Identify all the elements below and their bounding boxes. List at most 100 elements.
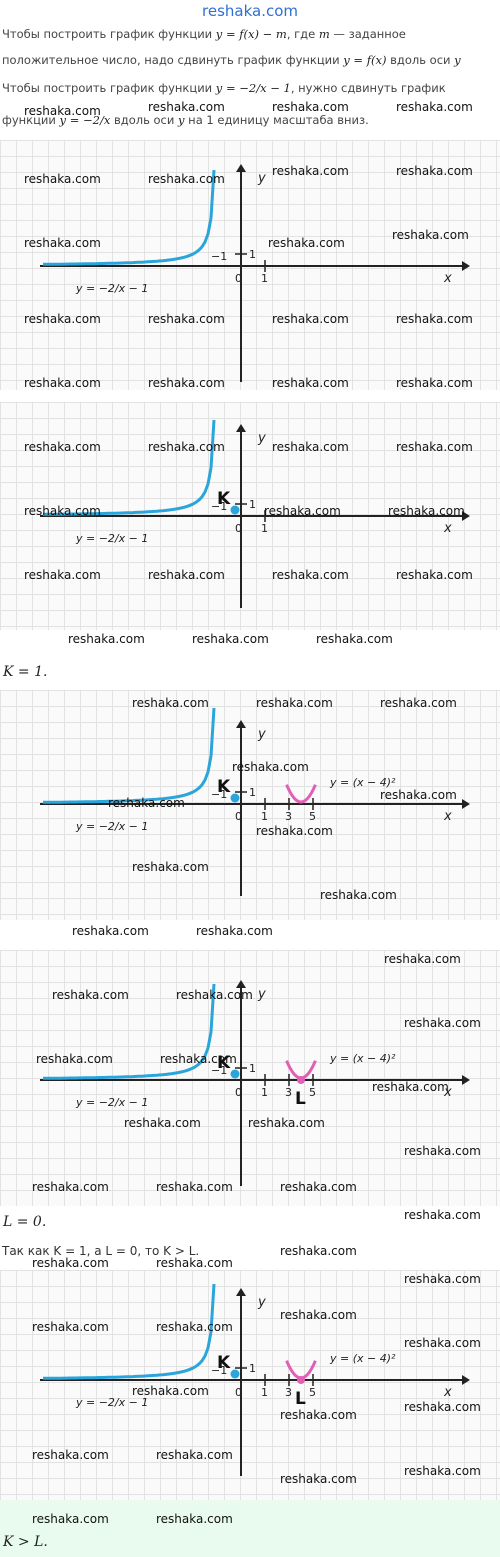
watermark: reshaka.com [272, 376, 349, 390]
watermark: reshaka.com [132, 696, 209, 710]
x-axis-label: x [443, 521, 452, 536]
intro-text: положительное число, надо сдвинуть графи… [2, 53, 344, 67]
intro-text: на 1 единицу масштаба вниз. [184, 113, 369, 127]
intro-text: функции [2, 113, 60, 127]
point-k-label: K [217, 489, 231, 509]
tick-label-x-3: 3 [285, 810, 292, 823]
y-axis-label: y [257, 727, 266, 742]
watermark: reshaka.com [388, 504, 465, 518]
x-axis-arrow [462, 511, 470, 521]
watermark: reshaka.com [264, 504, 341, 518]
watermark: reshaka.com [280, 1180, 357, 1194]
x-axis-label: x [443, 809, 452, 824]
intro-formula: y = −2/x [59, 113, 111, 127]
point-l-label: L [295, 1089, 306, 1109]
tick-label-x-3: 3 [285, 1086, 292, 1099]
point-k-label: K [217, 777, 231, 797]
x-axis-label: x [443, 1085, 452, 1100]
watermark: reshaka.com [32, 1512, 109, 1526]
tick-label-x-1: 1 [261, 810, 268, 823]
watermark: reshaka.com [148, 172, 225, 186]
intro-formula: m [318, 27, 330, 41]
point-k-label: K [217, 1353, 231, 1373]
point-k [230, 793, 240, 803]
x-axis-arrow [462, 261, 470, 271]
watermark: reshaka.com [68, 632, 145, 646]
l-value-text: L = 0. [3, 1214, 47, 1230]
intro-line-2: положительное число, надо сдвинуть графи… [2, 52, 498, 68]
intro-text: , где [286, 27, 319, 41]
site-link[interactable]: reshaka.com [202, 2, 298, 20]
watermark: reshaka.com [156, 1320, 233, 1334]
tick-label-x-1: 1 [261, 272, 268, 285]
watermark: reshaka.com [280, 1472, 357, 1486]
y-axis-arrow [236, 980, 246, 988]
watermark: reshaka.com [272, 100, 349, 114]
y-axis-label: y [257, 171, 266, 186]
watermark: reshaka.com [24, 568, 101, 582]
hyperbola-equation: y = −2/x − 1 [75, 820, 148, 833]
watermark: reshaka.com [384, 952, 461, 966]
hyperbola-equation: y = −2/x − 1 [75, 532, 148, 545]
hyperbola-curve [43, 1283, 216, 1380]
y-axis-label: y [257, 1295, 266, 1310]
intro-formula: y = f(x) − m [215, 27, 287, 41]
intro-text: — заданное [329, 27, 406, 41]
watermark: reshaka.com [404, 1208, 481, 1222]
parabola-curve [285, 784, 317, 804]
tick-label-x-1: 1 [261, 1386, 268, 1399]
point-l-label: L [295, 1389, 306, 1409]
watermark: reshaka.com [396, 376, 473, 390]
watermark: reshaka.com [124, 1116, 201, 1130]
tick-label-x-5: 5 [309, 1086, 316, 1099]
watermark: reshaka.com [148, 440, 225, 454]
watermark: reshaka.com [24, 172, 101, 186]
watermark: reshaka.com [256, 696, 333, 710]
intro-formula: y = f(x) [343, 53, 387, 67]
y-axis-arrow [236, 1288, 246, 1296]
watermark: reshaka.com [32, 1256, 109, 1270]
intro-text: вдоль оси [110, 113, 179, 127]
watermark: reshaka.com [268, 236, 345, 250]
watermark: reshaka.com [32, 1448, 109, 1462]
watermark: reshaka.com [320, 888, 397, 902]
intro-text: Чтобы построить график функции [2, 27, 216, 41]
answer-highlight [0, 1500, 500, 1557]
watermark: reshaka.com [280, 1308, 357, 1322]
intro-formula: y = −2/x − 1 [215, 81, 291, 95]
watermark: reshaka.com [380, 696, 457, 710]
point-k [230, 1069, 240, 1079]
y-axis-arrow [236, 164, 246, 172]
watermark: reshaka.com [24, 312, 101, 326]
watermark: reshaka.com [272, 312, 349, 326]
watermark: reshaka.com [148, 312, 225, 326]
watermark: reshaka.com [256, 824, 333, 838]
watermark: reshaka.com [156, 1180, 233, 1194]
tick-label-y-1: 1 [249, 786, 256, 799]
point-k-label: K [217, 1053, 231, 1073]
watermark: reshaka.com [404, 1144, 481, 1158]
tick-label-0: 0 [235, 810, 242, 823]
tick-label-neg-1: −1 [211, 1364, 227, 1377]
watermark: reshaka.com [148, 376, 225, 390]
intro-text: , нужно сдвинуть график [290, 81, 446, 95]
hyperbola-equation: y = −2/x − 1 [75, 1396, 148, 1409]
watermark: reshaka.com [280, 1244, 357, 1258]
watermark: reshaka.com [396, 440, 473, 454]
watermark: reshaka.com [32, 1320, 109, 1334]
tick-label-neg-1: −1 [211, 788, 227, 801]
tick-label-x-5: 5 [309, 1386, 316, 1399]
watermark: reshaka.com [248, 1116, 325, 1130]
parabola-equation: y = (x − 4)² [329, 1052, 396, 1065]
watermark: reshaka.com [156, 1256, 233, 1270]
intro-formula: y [454, 53, 461, 67]
tick-label-y-1: 1 [249, 1362, 256, 1375]
point-k [230, 1369, 240, 1379]
